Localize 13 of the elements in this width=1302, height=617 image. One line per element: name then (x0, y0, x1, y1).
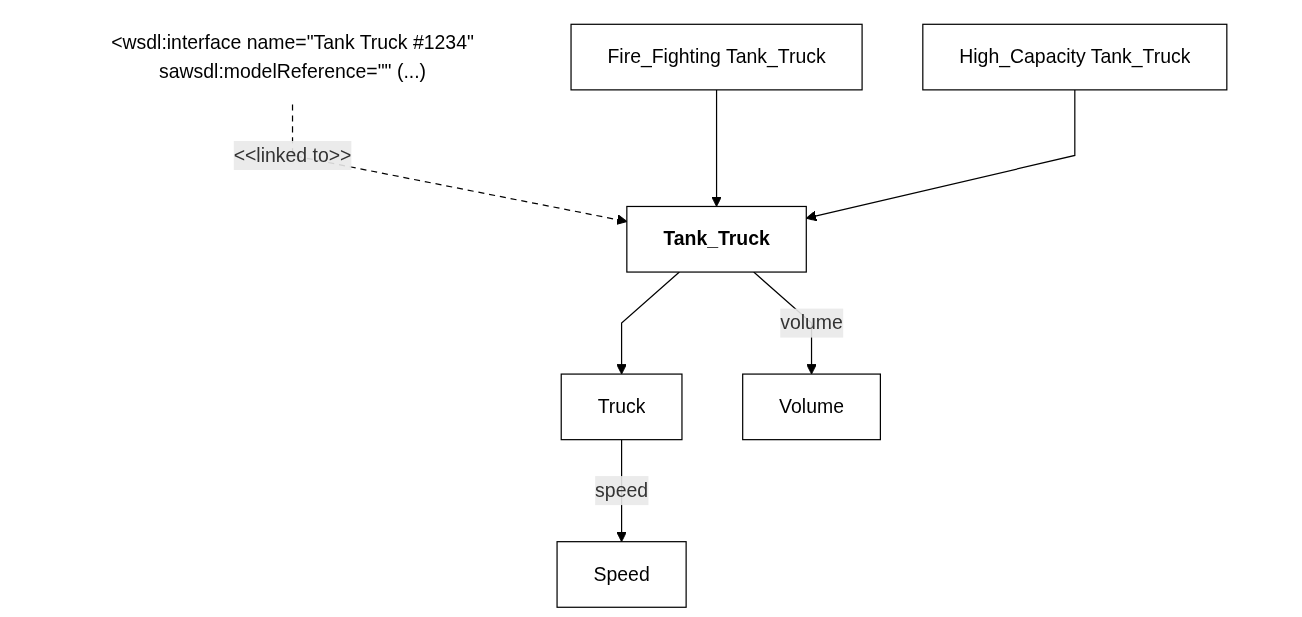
node-box: Fire_Fighting Tank_Truck (570, 23, 863, 91)
edge-label: speed (595, 479, 649, 501)
node-text: <wsdl:interface name="Tank Truck #1234" sawsdl:modelReference="" (...) (111, 31, 475, 82)
node-box: Speed (556, 541, 687, 608)
arrow (616, 271, 681, 375)
edge-label: volume (780, 312, 844, 333)
node-box: Truck (560, 373, 683, 441)
arrow (711, 89, 723, 207)
edge-label: <<linked to>> (233, 144, 352, 166)
node-box: Tank_Truck (626, 205, 808, 273)
node-box: High_Capacity Tank_Truck (922, 23, 1228, 91)
node-box: Volume (742, 373, 882, 441)
arrow (806, 89, 1076, 222)
